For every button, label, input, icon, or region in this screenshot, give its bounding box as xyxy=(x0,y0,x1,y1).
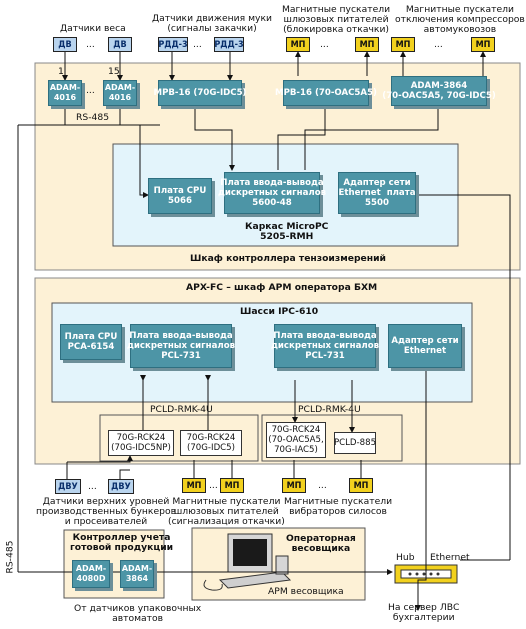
adam-4080d: ADAM- 4080D xyxy=(72,560,110,588)
rmk-label-a: PCLD-RMK-4U xyxy=(150,404,213,415)
cpu-board-5066: Плата CPU 5066 xyxy=(148,178,212,214)
flour-sensor-a: РДД-3 xyxy=(158,37,188,52)
flour-sensors-caption: Датчики движения муки (сигналы закачки) xyxy=(152,13,272,34)
rck24-idc5: 70G-RCK24 (70G-IDC5) xyxy=(180,430,242,456)
product-controller-title: Контроллер учета готовой продукции xyxy=(70,532,174,553)
sensor-dots-2: ... xyxy=(193,39,202,50)
hub-label: Hub xyxy=(396,552,415,563)
ethernet-label: Ethernet xyxy=(430,552,470,563)
vibrator-caption: Магнитные пускатели вибраторов силосов xyxy=(284,496,393,517)
vibrator-starter-a: МП xyxy=(282,478,306,493)
cpu-board-pca6154: Плата CPU PCA-6154 xyxy=(60,324,122,360)
level-sensors-caption: Датчики верхних уровней производственных… xyxy=(36,496,176,527)
adam-4016-b: ADAM- 4016 xyxy=(103,80,137,106)
module-dots: ... xyxy=(86,85,95,96)
io-board-pcl731-a: Плата ввода-вывода дискретных сигналов P… xyxy=(127,324,235,368)
ethernet-adapter-5500: Адаптер сети Ethernet плата 5500 xyxy=(338,172,416,214)
rs485-side-label: RS-485 xyxy=(4,540,16,574)
sensor-dots-7: ... xyxy=(318,480,327,491)
gate-starters-caption: Магнитные пускатели шлюзовых питателей (… xyxy=(282,4,391,35)
rck24-oac5a5: 70G-RCK24 (70-OAC5A5, 70G-IAC5) xyxy=(266,422,326,458)
sensor-num-1: 1 xyxy=(58,66,64,77)
rmk-label-b: PCLD-RMK-4U xyxy=(298,404,361,415)
io-board-pcl731-b: Плата ввода-вывода дискретных сигналов P… xyxy=(271,324,379,368)
from-counters-caption: От датчиков упаковочных автоматов xyxy=(74,603,202,624)
rck24-idc5np: 70G-RCK24 (70G-IDC5NP) xyxy=(108,430,174,456)
compressor-starter-a: МП xyxy=(391,37,415,52)
vibrator-starter-b: МП xyxy=(349,478,373,493)
ethernet-adapter-chassis: Адаптер сети Ethernet xyxy=(388,324,462,368)
operator-room-title: Операторная весовщика xyxy=(286,533,356,554)
sensor-dots-3: ... xyxy=(320,39,329,50)
adam-3864-product: ADAM- 3864 xyxy=(120,560,154,588)
sensor-dots-4: ... xyxy=(434,39,443,50)
gate-signal-starter-a: МП xyxy=(182,478,206,493)
weight-sensors-caption: Датчики веса xyxy=(60,23,126,34)
compressor-starters-caption: Магнитные пускатели отключения компрессо… xyxy=(395,4,525,35)
gate-signal-caption: Магнитные пускатели шлюзовых питателей (… xyxy=(168,496,285,527)
flour-sensor-b: РДД-3 xyxy=(214,37,244,52)
sensor-dots-1: ... xyxy=(86,39,95,50)
level-sensor-a: ДВУ xyxy=(55,479,81,494)
gate-signal-starter-b: МП xyxy=(220,478,244,493)
chassis-label: Шасси IPC-610 xyxy=(240,306,319,317)
gate-starter-a: МП xyxy=(286,37,310,52)
adam-4016-a: ADAM- 4016 xyxy=(48,80,82,106)
weight-sensor-1: ДВ xyxy=(53,37,77,52)
to-server-caption: На сервер ЛВС бухгалтерии xyxy=(388,602,460,623)
compressor-starter-b: МП xyxy=(471,37,495,52)
level-sensor-b: ДВУ xyxy=(108,479,134,494)
arm-label: АРМ весовщика xyxy=(268,586,344,597)
adam-3864-module: ADAM-3864 (70-OAC5A5, 70G-IDC5) xyxy=(382,76,496,106)
sensor-num-15: 15 xyxy=(108,66,120,77)
pcld-885: PCLD-885 xyxy=(334,432,376,454)
controller-cabinet-label: Шкаф контроллера тензоизмерений xyxy=(190,253,386,264)
io-board-5600: Плата ввода-вывода дискретных сигналов 5… xyxy=(218,172,326,214)
mpb16-oac-module: MPB-16 (70-OAC5A5) xyxy=(275,80,377,106)
arm-cabinet-title: APX-FC – шкаф АРМ оператора БХМ xyxy=(186,282,378,293)
weight-sensor-15: ДВ xyxy=(108,37,132,52)
mpb16-idc-module: MPB-16 (70G-IDC5) xyxy=(154,80,247,106)
sensor-dots-5: ... xyxy=(88,481,97,492)
gate-starter-b: МП xyxy=(355,37,379,52)
sensor-dots-6: ... xyxy=(209,480,218,491)
micropc-frame-label: Каркас MicroPC 5205-RMH xyxy=(245,221,329,242)
rs485-label: RS-485 xyxy=(76,112,110,123)
